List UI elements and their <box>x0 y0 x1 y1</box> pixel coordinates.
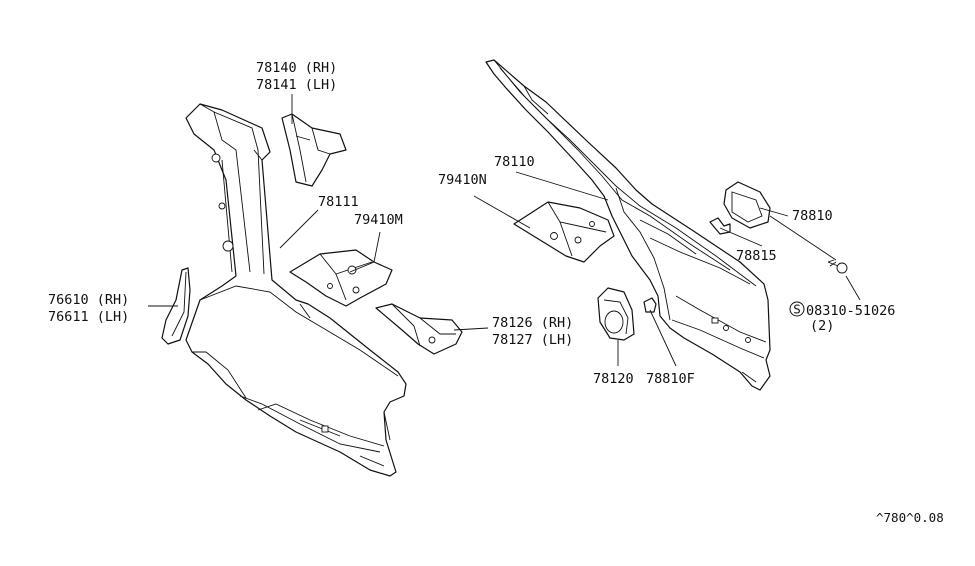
callout-78126-line2: 78127 (LH) <box>492 332 573 348</box>
callout-76610: 76610 (RH) 76611 (LH) <box>48 292 129 325</box>
callout-76610-line2: 76611 (LH) <box>48 309 129 325</box>
callout-78140-line1: 78140 (RH) <box>256 60 337 76</box>
body-side-outer-panel <box>185 103 407 477</box>
bracket-79410n <box>513 201 615 263</box>
body-side-inner-panel <box>485 59 771 391</box>
callout-78140-line2: 78141 (LH) <box>256 77 337 93</box>
callout-78810f: 78810F <box>646 371 695 387</box>
screw-08310 <box>827 259 848 274</box>
callout-79410m: 79410M <box>354 212 403 228</box>
callout-79410n: 79410N <box>438 172 487 188</box>
callout-78810: 78810 <box>792 208 833 224</box>
diagram-code: ^780^0.08 <box>876 510 944 525</box>
bracket-79410m <box>289 249 393 307</box>
callout-78120: 78120 <box>593 371 634 387</box>
bracket-78140 <box>281 113 347 187</box>
fuel-filler-pocket-78120 <box>597 287 635 341</box>
filler-lid-78810 <box>723 181 771 229</box>
callout-78140: 78140 (RH) 78141 (LH) <box>256 60 337 93</box>
callout-78126: 78126 (RH) 78127 (LH) <box>492 315 573 348</box>
callout-78111: 78111 <box>318 194 359 210</box>
bumper-78810f <box>643 297 657 313</box>
bracket-78126 <box>375 303 463 355</box>
callout-78815: 78815 <box>736 248 777 264</box>
clip-78815 <box>709 217 731 235</box>
callout-78110: 78110 <box>494 154 535 170</box>
s-symbol: S <box>793 302 801 317</box>
callout-78126-line1: 78126 (RH) <box>492 315 573 331</box>
callout-08310-line2: (2) <box>810 318 834 334</box>
callout-76610-line1: 76610 (RH) <box>48 292 129 308</box>
callout-08310: S 08310-51026 (2) <box>789 301 895 334</box>
callout-08310-line1: 08310-51026 <box>806 303 895 319</box>
s-symbol-circle <box>789 301 805 317</box>
leader-lines <box>148 94 861 367</box>
